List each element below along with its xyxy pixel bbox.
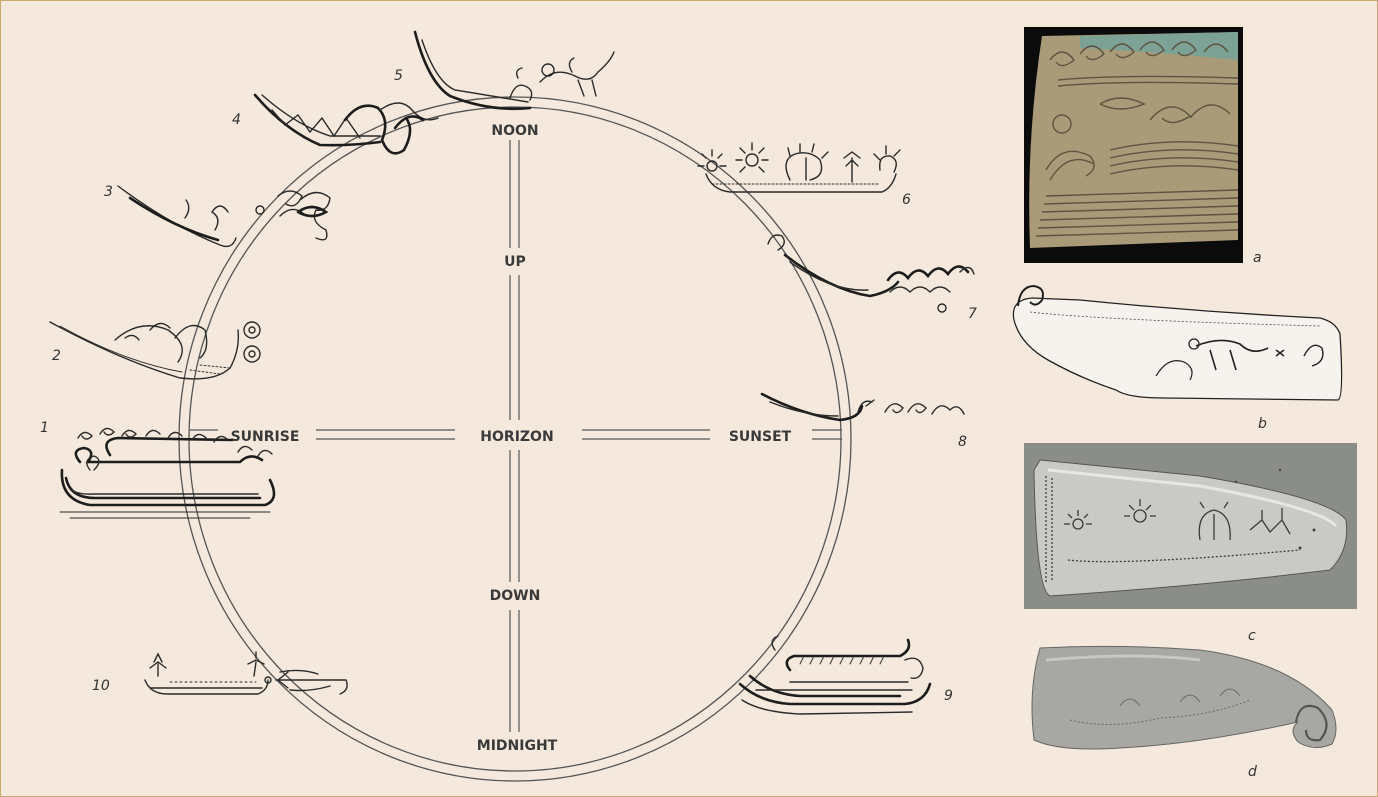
number-2: 2	[52, 348, 61, 364]
number-5: 5	[394, 68, 403, 84]
number-1: 1	[40, 420, 49, 436]
number-8: 8	[958, 434, 967, 450]
boat-7-drawing	[768, 235, 974, 312]
boat-6-drawing	[698, 143, 900, 192]
letter-b: b	[1258, 416, 1267, 432]
boat-3-drawing	[118, 186, 330, 246]
letter-c: c	[1248, 628, 1256, 644]
number-4: 4	[232, 112, 241, 128]
artifact-photo-c	[1024, 443, 1357, 609]
boat-8-drawing	[762, 394, 964, 420]
label-midnight: MIDNIGHT	[477, 738, 558, 754]
number-3: 3	[104, 184, 113, 200]
number-6: 6	[902, 192, 911, 208]
number-10: 10	[92, 678, 110, 694]
label-horizon: HORIZON	[480, 429, 553, 445]
label-sunset: SUNSET	[729, 429, 792, 445]
letter-a: a	[1253, 250, 1262, 266]
boat-10-drawing	[145, 652, 347, 694]
number-7: 7	[968, 306, 977, 322]
artifact-photo-d	[1032, 646, 1336, 749]
boat-2-drawing	[50, 322, 260, 379]
label-up: UP	[504, 254, 526, 270]
artifact-drawing-b	[1013, 286, 1341, 400]
letter-d: d	[1248, 764, 1257, 780]
number-9: 9	[944, 688, 953, 704]
label-sunrise: SUNRISE	[231, 429, 300, 445]
artifact-photo-a	[1024, 27, 1243, 263]
label-down: DOWN	[490, 588, 541, 604]
label-noon: NOON	[491, 123, 538, 139]
